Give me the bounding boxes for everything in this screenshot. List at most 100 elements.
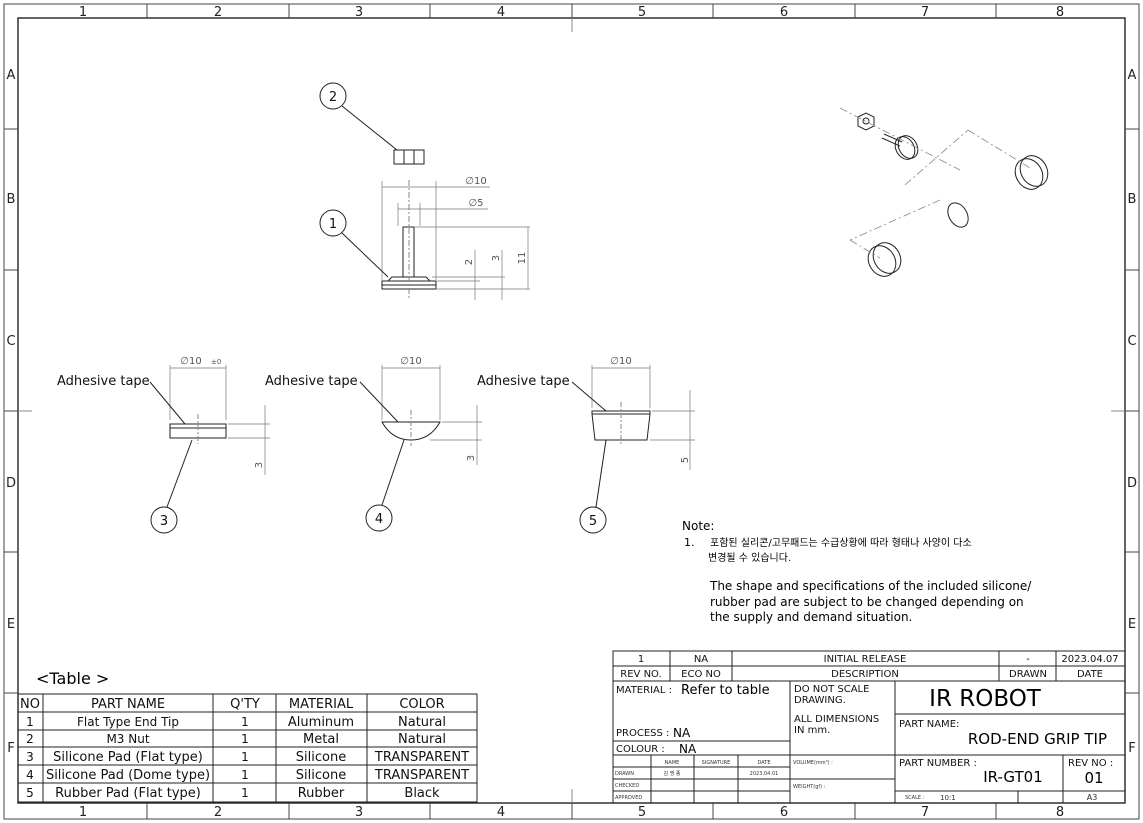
adhesive-leader-1: [149, 381, 186, 425]
bom-cell: 1: [241, 768, 249, 782]
zone-row-left-E: E: [7, 617, 15, 632]
balloon-1-label: 1: [329, 217, 337, 232]
bom-cell: 1: [26, 715, 34, 729]
bom-cell: 1: [241, 715, 249, 729]
zone-col-top-8: 8: [1056, 5, 1064, 20]
do-not-scale-2: DRAWING.: [794, 695, 846, 706]
bom-row: 2 M3 Nut 1 Metal Natural: [26, 732, 446, 747]
drawn-date: 2023.04.01: [750, 771, 779, 777]
adhesive-label-1: Adhesive tape: [57, 374, 150, 389]
drawing-note: Note: 1. 포함된 실리콘/고무패드는 수급상황에 따라 형태나 사양이 …: [682, 519, 1032, 624]
bom-cell: Silicone: [296, 750, 346, 765]
company-name: IR ROBOT: [929, 686, 1042, 712]
zone-row-left-F: F: [7, 741, 14, 756]
title-block: [612, 650, 1126, 804]
bom-cell: 3: [26, 750, 34, 764]
bom-row: 5 Rubber Pad (Flat type) 1 Rubber Black: [26, 786, 440, 801]
bom-header-part-name: PART NAME: [91, 697, 165, 712]
zone-col-bottom-8: 8: [1056, 805, 1064, 820]
bom-header-no: NO: [20, 697, 40, 712]
pad-3-flat-silicone-view: [169, 365, 270, 475]
zone-col-top-4: 4: [497, 5, 505, 20]
balloon-2: 2: [319, 82, 398, 151]
bom-cell: 4: [26, 768, 34, 782]
zone-row-right-F: F: [1128, 741, 1135, 756]
pad-4-dome-silicone-view: [381, 365, 482, 465]
bom-cell: Natural: [398, 715, 446, 730]
note-korean-line-1: 포함된 실리콘/고무패드는 수급상황에 따라 형태나 사양이 다소: [710, 537, 972, 549]
sign-header-date: DATE: [757, 760, 770, 766]
zone-col-bottom-4: 4: [497, 805, 505, 820]
zone-col-top-3: 3: [355, 5, 363, 20]
zone-col-top-2: 2: [214, 5, 222, 20]
bom-cell: Flat Type End Tip: [77, 715, 179, 729]
sign-header-signature: SIGNATURE: [702, 760, 731, 766]
bom-title: <Table >: [36, 669, 109, 688]
bom-cell: Silicone: [296, 768, 346, 783]
process-value: NA: [673, 726, 691, 740]
volume-label: VOLUME(mm³) :: [793, 760, 833, 766]
dim-rubber-d: ∅10: [610, 356, 631, 367]
zone-col-bottom-7: 7: [921, 805, 929, 820]
zone-ticks: [4, 4, 1139, 819]
zone-row-right-D: D: [1127, 476, 1137, 491]
zone-col-top-6: 6: [780, 5, 788, 20]
weight-label: WEIGHT(gf) :: [793, 784, 826, 790]
dim-top-h3: 3: [491, 255, 502, 261]
balloon-3: 3: [150, 439, 193, 534]
sign-header-name: NAME: [665, 760, 680, 766]
note-english-line-1: The shape and specifications of the incl…: [709, 579, 1032, 593]
bom-cell: TRANSPARENT: [374, 768, 469, 783]
zone-col-top-5: 5: [638, 5, 646, 20]
bom-cell: Silicone Pad (Flat type): [53, 750, 203, 765]
note-english-line-2: rubber pad are subject to be changed dep…: [710, 595, 1024, 609]
rev-header-desc: DESCRIPTION: [831, 669, 899, 680]
dim-dome-d: ∅10: [400, 356, 421, 367]
zone-row-left-A: A: [7, 68, 16, 83]
isometric-exploded-view: [839, 107, 1049, 277]
bom-cell: Natural: [398, 732, 446, 747]
zone-col-bottom-6: 6: [780, 805, 788, 820]
zone-col-bottom-1: 1: [79, 805, 87, 820]
balloon-5: 5: [579, 439, 607, 534]
part-number: IR-GT01: [983, 768, 1043, 786]
all-dimensions-1: ALL DIMENSIONS: [794, 714, 879, 725]
process-label: PROCESS :: [616, 728, 669, 739]
note-index: 1.: [684, 536, 695, 549]
zone-row-right-B: B: [1128, 192, 1137, 207]
adhesive-label-3: Adhesive tape: [477, 374, 570, 389]
colour-value: NA: [679, 742, 697, 756]
note-korean-line-2: 변경될 수 있습니다.: [708, 551, 791, 564]
bom-cell: Metal: [303, 732, 339, 747]
bom-cell: 5: [26, 786, 34, 800]
balloon-1: 1: [319, 209, 389, 278]
rev-header-date: DATE: [1077, 669, 1103, 680]
balloon-5-label: 5: [589, 514, 597, 529]
rev-row-date: 2023.04.07: [1061, 654, 1118, 665]
sign-row-drawn: DRAWN: [615, 771, 634, 777]
bom-header-qty: Q'TY: [230, 697, 260, 712]
zone-col-bottom-5: 5: [638, 805, 646, 820]
scale-value: 10:1: [940, 794, 956, 802]
adhesive-leader-3: [571, 381, 607, 412]
rev-row-rev: 1: [638, 654, 644, 665]
part-name: ROD-END GRIP TIP: [968, 730, 1107, 748]
rev-header-eco: ECO NO: [681, 669, 721, 680]
all-dimensions-2: IN mm.: [794, 725, 830, 736]
adhesive-label-2: Adhesive tape: [265, 374, 358, 389]
note-english-line-3: the supply and demand situation.: [710, 610, 912, 624]
zone-row-left-B: B: [7, 192, 16, 207]
sign-row-checked: CHECKED: [615, 783, 639, 789]
zone-col-top-7: 7: [921, 5, 929, 20]
dim-flat-d: ∅10: [180, 356, 201, 367]
bom-cell: M3 Nut: [106, 732, 149, 746]
pad-5-rubber-view: [591, 365, 695, 470]
zone-col-bottom-2: 2: [214, 805, 222, 820]
dim-top-d5: ∅5: [468, 198, 483, 209]
end-tip-front-view: [381, 149, 530, 300]
dim-top-h2: 2: [464, 259, 475, 265]
rev-row-desc: INITIAL RELEASE: [824, 654, 907, 665]
dim-top-h11: 11: [517, 252, 528, 265]
balloon-4-label: 4: [375, 512, 383, 527]
zone-col-top-1: 1: [79, 5, 87, 20]
